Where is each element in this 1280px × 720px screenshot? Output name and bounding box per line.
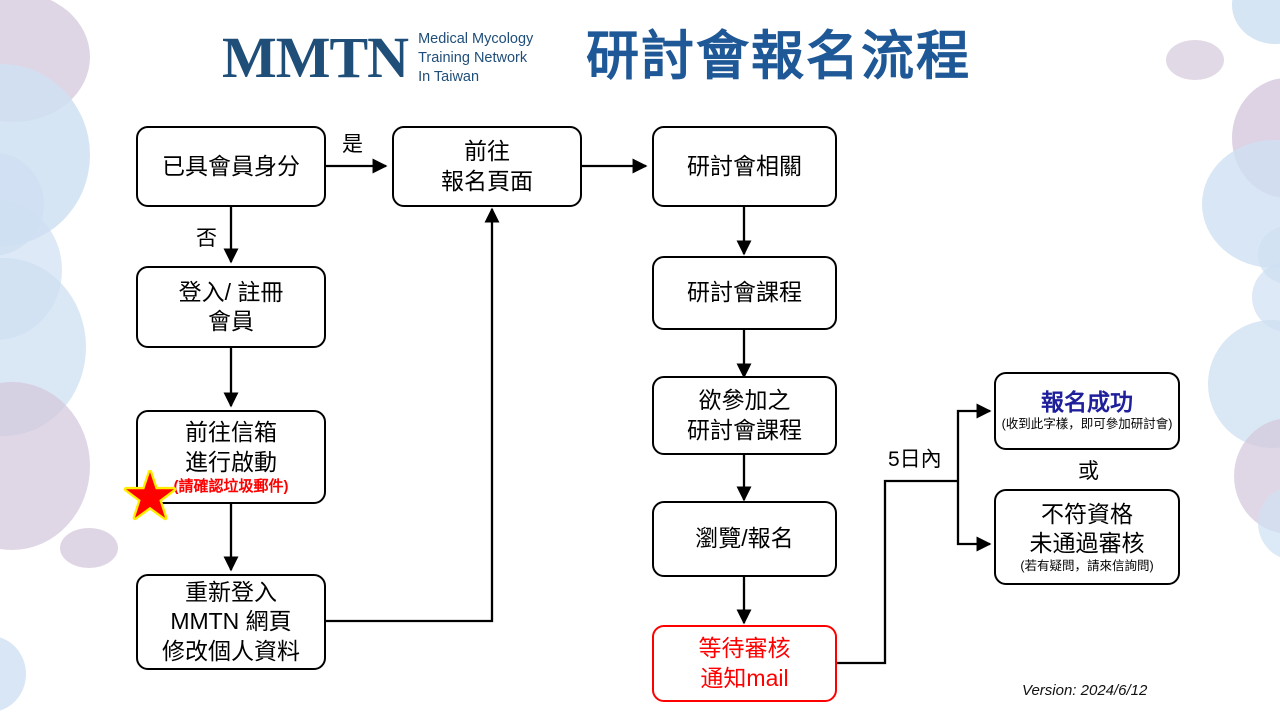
- node-seminar-courses-line1: 研討會課程: [687, 279, 802, 306]
- node-desired-courses[interactable]: 欲參加之 研討會課程: [652, 376, 837, 455]
- mmtn-logo: MMTN Medical Mycology Training Network I…: [222, 28, 533, 87]
- logo-tagline-line2: Training Network: [418, 50, 528, 67]
- node-mailbox-activate-line2: 進行啟動: [185, 448, 277, 475]
- logo-tagline-line3: In Taiwan: [418, 69, 480, 86]
- node-seminar-courses[interactable]: 研討會課程: [652, 256, 837, 330]
- node-desired-courses-line2: 研討會課程: [687, 416, 802, 443]
- node-relogin-profile[interactable]: 重新登入 MMTN 網頁 修改個人資料: [136, 574, 326, 670]
- logo-tagline: Medical Mycology Training Network In Tai…: [418, 28, 533, 87]
- node-go-signup-page[interactable]: 前往 報名頁面: [392, 126, 582, 207]
- node-browse-signup-line1: 瀏覽/報名: [695, 525, 794, 552]
- node-awaiting-review-line2: 通知mail: [700, 664, 789, 691]
- star-icon: [123, 470, 177, 521]
- page-title: 研討會報名流程: [586, 27, 971, 86]
- node-relogin-profile-line2: MMTN 網頁: [170, 608, 292, 635]
- node-relogin-profile-line3: 修改個人資料: [162, 637, 300, 664]
- logo-tagline-line1: Medical Mycology: [418, 31, 534, 47]
- edge-relogin-to-signup: [326, 207, 500, 623]
- node-rejected-note: (若有疑問，請來信詢問): [1020, 559, 1154, 574]
- node-member-check[interactable]: 已具會員身分: [136, 126, 326, 207]
- node-mailbox-activate-note: (請確認垃圾郵件): [173, 477, 289, 495]
- edge-split-to-rejected: [956, 481, 992, 552]
- node-login-register-line1: 登入/ 註冊: [178, 278, 284, 305]
- node-rejected-line1: 不符資格: [1041, 500, 1133, 527]
- node-mailbox-activate-line1: 前往信箱: [185, 419, 277, 446]
- node-seminar-info[interactable]: 研討會相關: [652, 126, 837, 207]
- node-seminar-info-line1: 研討會相關: [687, 152, 802, 179]
- edge-awaiting-to-split: [837, 479, 958, 665]
- node-browse-signup[interactable]: 瀏覽/報名: [652, 501, 837, 577]
- node-member-check-line1: 已具會員身分: [162, 152, 300, 179]
- logo-wordmark: MMTN: [222, 24, 409, 90]
- node-desired-courses-line1: 欲參加之: [698, 387, 791, 414]
- node-awaiting-review[interactable]: 等待審核 通知mail: [652, 625, 837, 702]
- node-rejected-line2: 未通過審核: [1029, 530, 1145, 556]
- edge-split-to-success: [956, 403, 992, 481]
- node-success[interactable]: 報名成功 (收到此字樣，即可參加研討會): [994, 372, 1180, 450]
- node-go-signup-page-line2: 報名頁面: [441, 167, 533, 194]
- version-label: Version: 2024/6/12: [1022, 682, 1148, 699]
- node-go-signup-page-line1: 前往: [464, 138, 510, 165]
- node-login-register[interactable]: 登入/ 註冊 會員: [136, 266, 326, 348]
- node-success-title: 報名成功: [1041, 389, 1133, 416]
- node-awaiting-review-line1: 等待審核: [698, 635, 791, 662]
- node-rejected[interactable]: 不符資格 未通過審核 (若有疑問，請來信詢問): [994, 489, 1180, 585]
- node-login-register-line2: 會員: [208, 308, 254, 334]
- node-relogin-profile-line1: 重新登入: [185, 578, 277, 605]
- node-success-note: (收到此字樣，即可參加研討會): [1001, 416, 1173, 431]
